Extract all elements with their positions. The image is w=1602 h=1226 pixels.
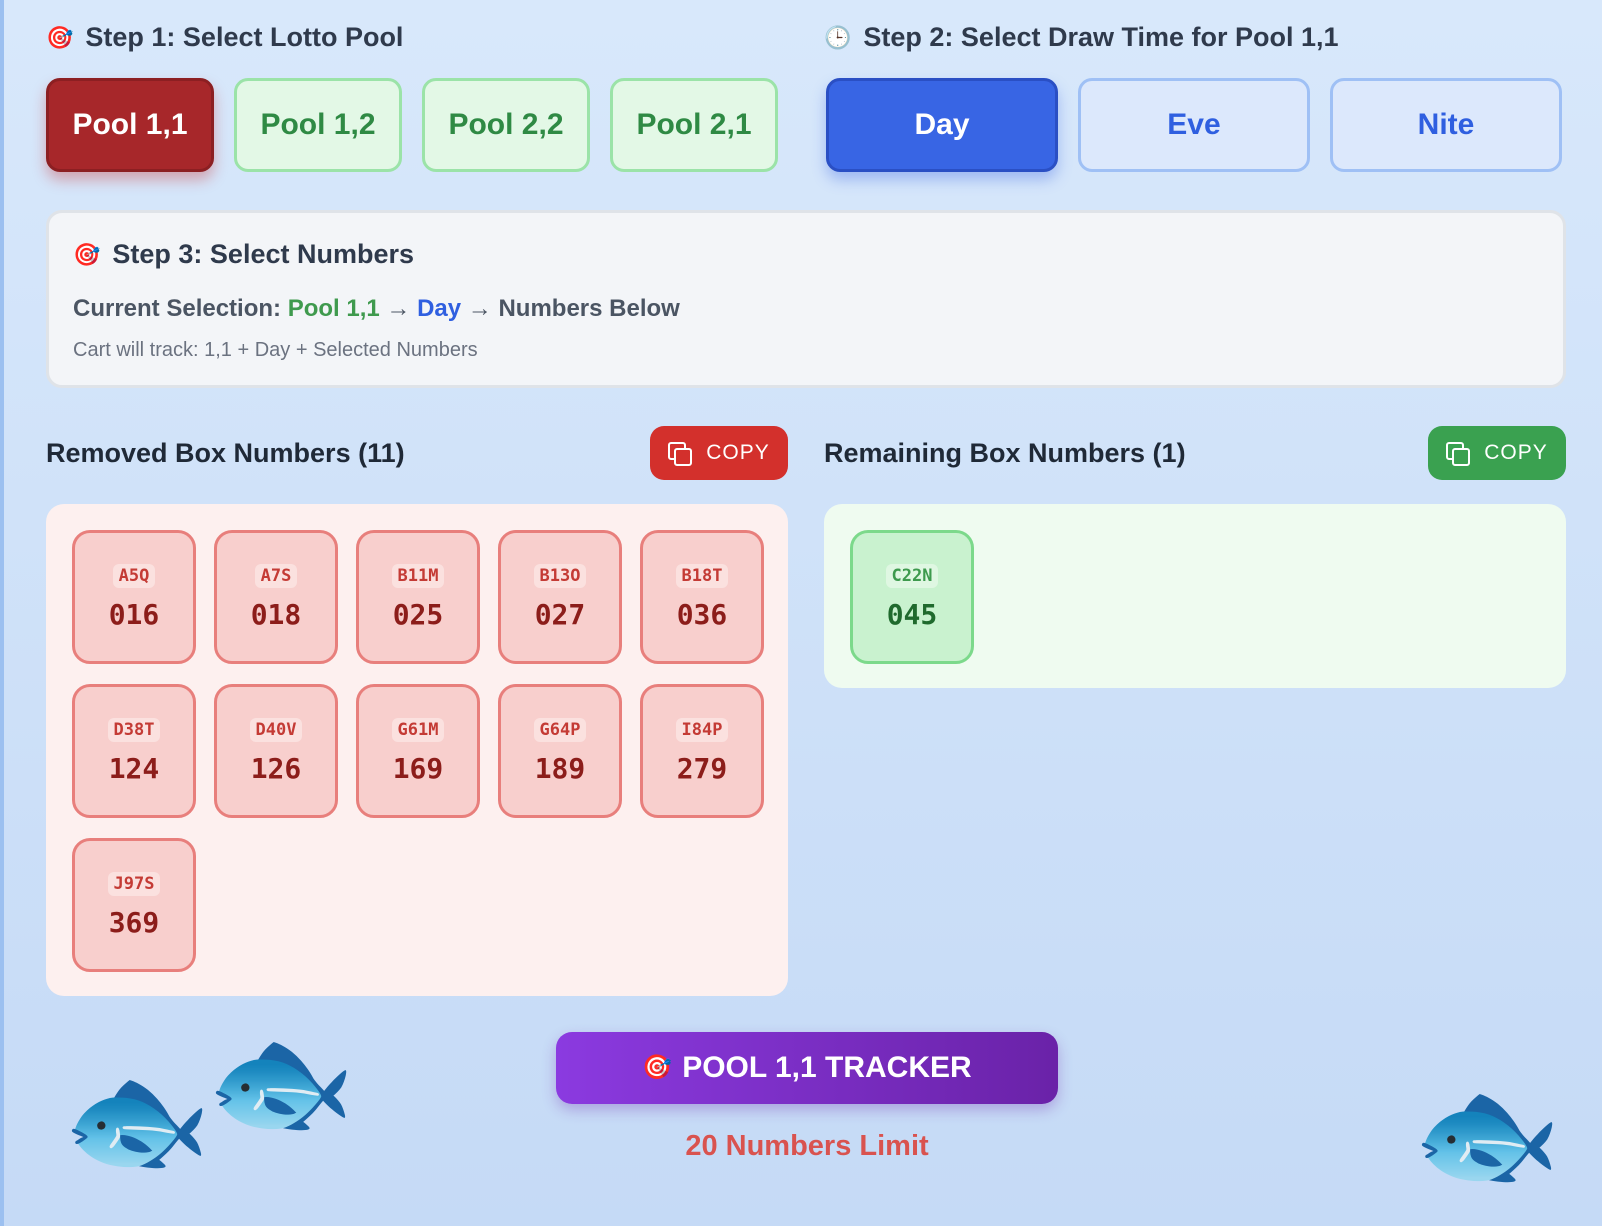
box-number: 025 [392, 597, 444, 631]
target-icon: 🎯 [46, 24, 74, 50]
cart-track-text: Cart will track: 1,1 + Day + Selected Nu… [73, 339, 478, 361]
box-number: 369 [108, 905, 160, 939]
target-icon: 🎯 [642, 1054, 673, 1081]
fish-icon: 🐟 [1412, 1067, 1562, 1201]
selection-time: Day [417, 295, 462, 322]
step1-title-text: Step 1: Select Lotto Pool [85, 22, 404, 52]
removed-copy-label: COPY [706, 441, 770, 464]
pool-tracker-button[interactable]: 🎯 POOL 1,1 TRACKER [556, 1032, 1058, 1104]
remaining-copy-label: COPY [1484, 441, 1548, 464]
box-number: 169 [392, 751, 444, 785]
box-number: 124 [108, 751, 160, 785]
box-code: I84P [675, 717, 729, 742]
removed-numbers-panel: A5Q 016 A7S 018 B11M 025 B13O 027 B18T 0… [46, 504, 788, 996]
current-selection: Current Selection: Pool 1,1 → Day → Numb… [73, 295, 680, 323]
selection-suffix: Numbers Below [498, 295, 680, 322]
box-code: A7S [254, 563, 298, 588]
removed-box-tile[interactable]: D38T 124 [72, 684, 196, 818]
selection-pool: Pool 1,1 [287, 295, 380, 322]
draw-time-day-button[interactable]: Day [826, 78, 1058, 172]
target-icon: 🎯 [73, 241, 101, 267]
removed-box-tile[interactable]: A7S 018 [214, 530, 338, 664]
draw-time-nite-button[interactable]: Nite [1330, 78, 1562, 172]
removed-box-tile[interactable]: G64P 189 [498, 684, 622, 818]
box-number: 189 [534, 751, 586, 785]
step2-title: 🕒 Step 2: Select Draw Time for Pool 1,1 [824, 22, 1339, 53]
clock-icon: 🕒 [824, 24, 852, 50]
pool-button-2-2[interactable]: Pool 2,2 [422, 78, 590, 172]
removed-box-tile[interactable]: I84P 279 [640, 684, 764, 818]
numbers-limit-text: 20 Numbers Limit [685, 1130, 929, 1162]
box-code: D38T [107, 717, 161, 742]
pool-button-2-1[interactable]: Pool 2,1 [610, 78, 778, 172]
box-number: 027 [534, 597, 586, 631]
box-code: D40V [249, 717, 303, 742]
box-code: A5Q [112, 563, 156, 588]
step3-panel: 🎯 Step 3: Select Numbers Current Selecti… [46, 210, 1566, 388]
box-number: 016 [108, 597, 160, 631]
box-number: 045 [886, 597, 938, 631]
box-code: C22N [885, 563, 939, 588]
fish-icon: 🐟 [206, 1015, 356, 1149]
step3-title-text: Step 3: Select Numbers [112, 239, 415, 269]
pool-button-1-1[interactable]: Pool 1,1 [46, 78, 214, 172]
remaining-copy-button[interactable]: COPY [1428, 426, 1566, 480]
draw-time-eve-button[interactable]: Eve [1078, 78, 1310, 172]
remaining-box-tile[interactable]: C22N 045 [850, 530, 974, 664]
removed-box-tile[interactable]: B18T 036 [640, 530, 764, 664]
arrow-icon: → [467, 295, 492, 322]
step3-title: 🎯 Step 3: Select Numbers [73, 239, 414, 270]
box-number: 036 [676, 597, 728, 631]
box-code: B11M [391, 563, 445, 588]
box-number: 018 [250, 597, 302, 631]
step1-title: 🎯 Step 1: Select Lotto Pool [46, 22, 403, 53]
removed-title: Removed Box Numbers (11) [46, 438, 405, 468]
box-code: J97S [107, 871, 161, 896]
removed-box-tile[interactable]: A5Q 016 [72, 530, 196, 664]
remaining-title: Remaining Box Numbers (1) [824, 438, 1186, 468]
removed-box-tile[interactable]: G61M 169 [356, 684, 480, 818]
box-code: G64P [533, 717, 587, 742]
fish-icon: 🐟 [62, 1053, 212, 1187]
pool-button-1-2[interactable]: Pool 1,2 [234, 78, 402, 172]
copy-icon [1446, 442, 1471, 466]
copy-icon [668, 442, 693, 466]
box-number: 126 [250, 751, 302, 785]
removed-copy-button[interactable]: COPY [650, 426, 788, 480]
selection-prefix: Current Selection: [73, 295, 282, 322]
box-code: G61M [391, 717, 445, 742]
tracker-label: POOL 1,1 TRACKER [682, 1051, 972, 1084]
removed-box-tile[interactable]: D40V 126 [214, 684, 338, 818]
remaining-numbers-panel: C22N 045 [824, 504, 1566, 688]
removed-box-tile[interactable]: B13O 027 [498, 530, 622, 664]
removed-box-tile[interactable]: J97S 369 [72, 838, 196, 972]
arrow-icon: → [386, 295, 411, 322]
step2-title-text: Step 2: Select Draw Time for Pool 1,1 [863, 22, 1339, 52]
box-code: B18T [675, 563, 729, 588]
box-code: B13O [533, 563, 587, 588]
removed-box-tile[interactable]: B11M 025 [356, 530, 480, 664]
box-number: 279 [676, 751, 728, 785]
